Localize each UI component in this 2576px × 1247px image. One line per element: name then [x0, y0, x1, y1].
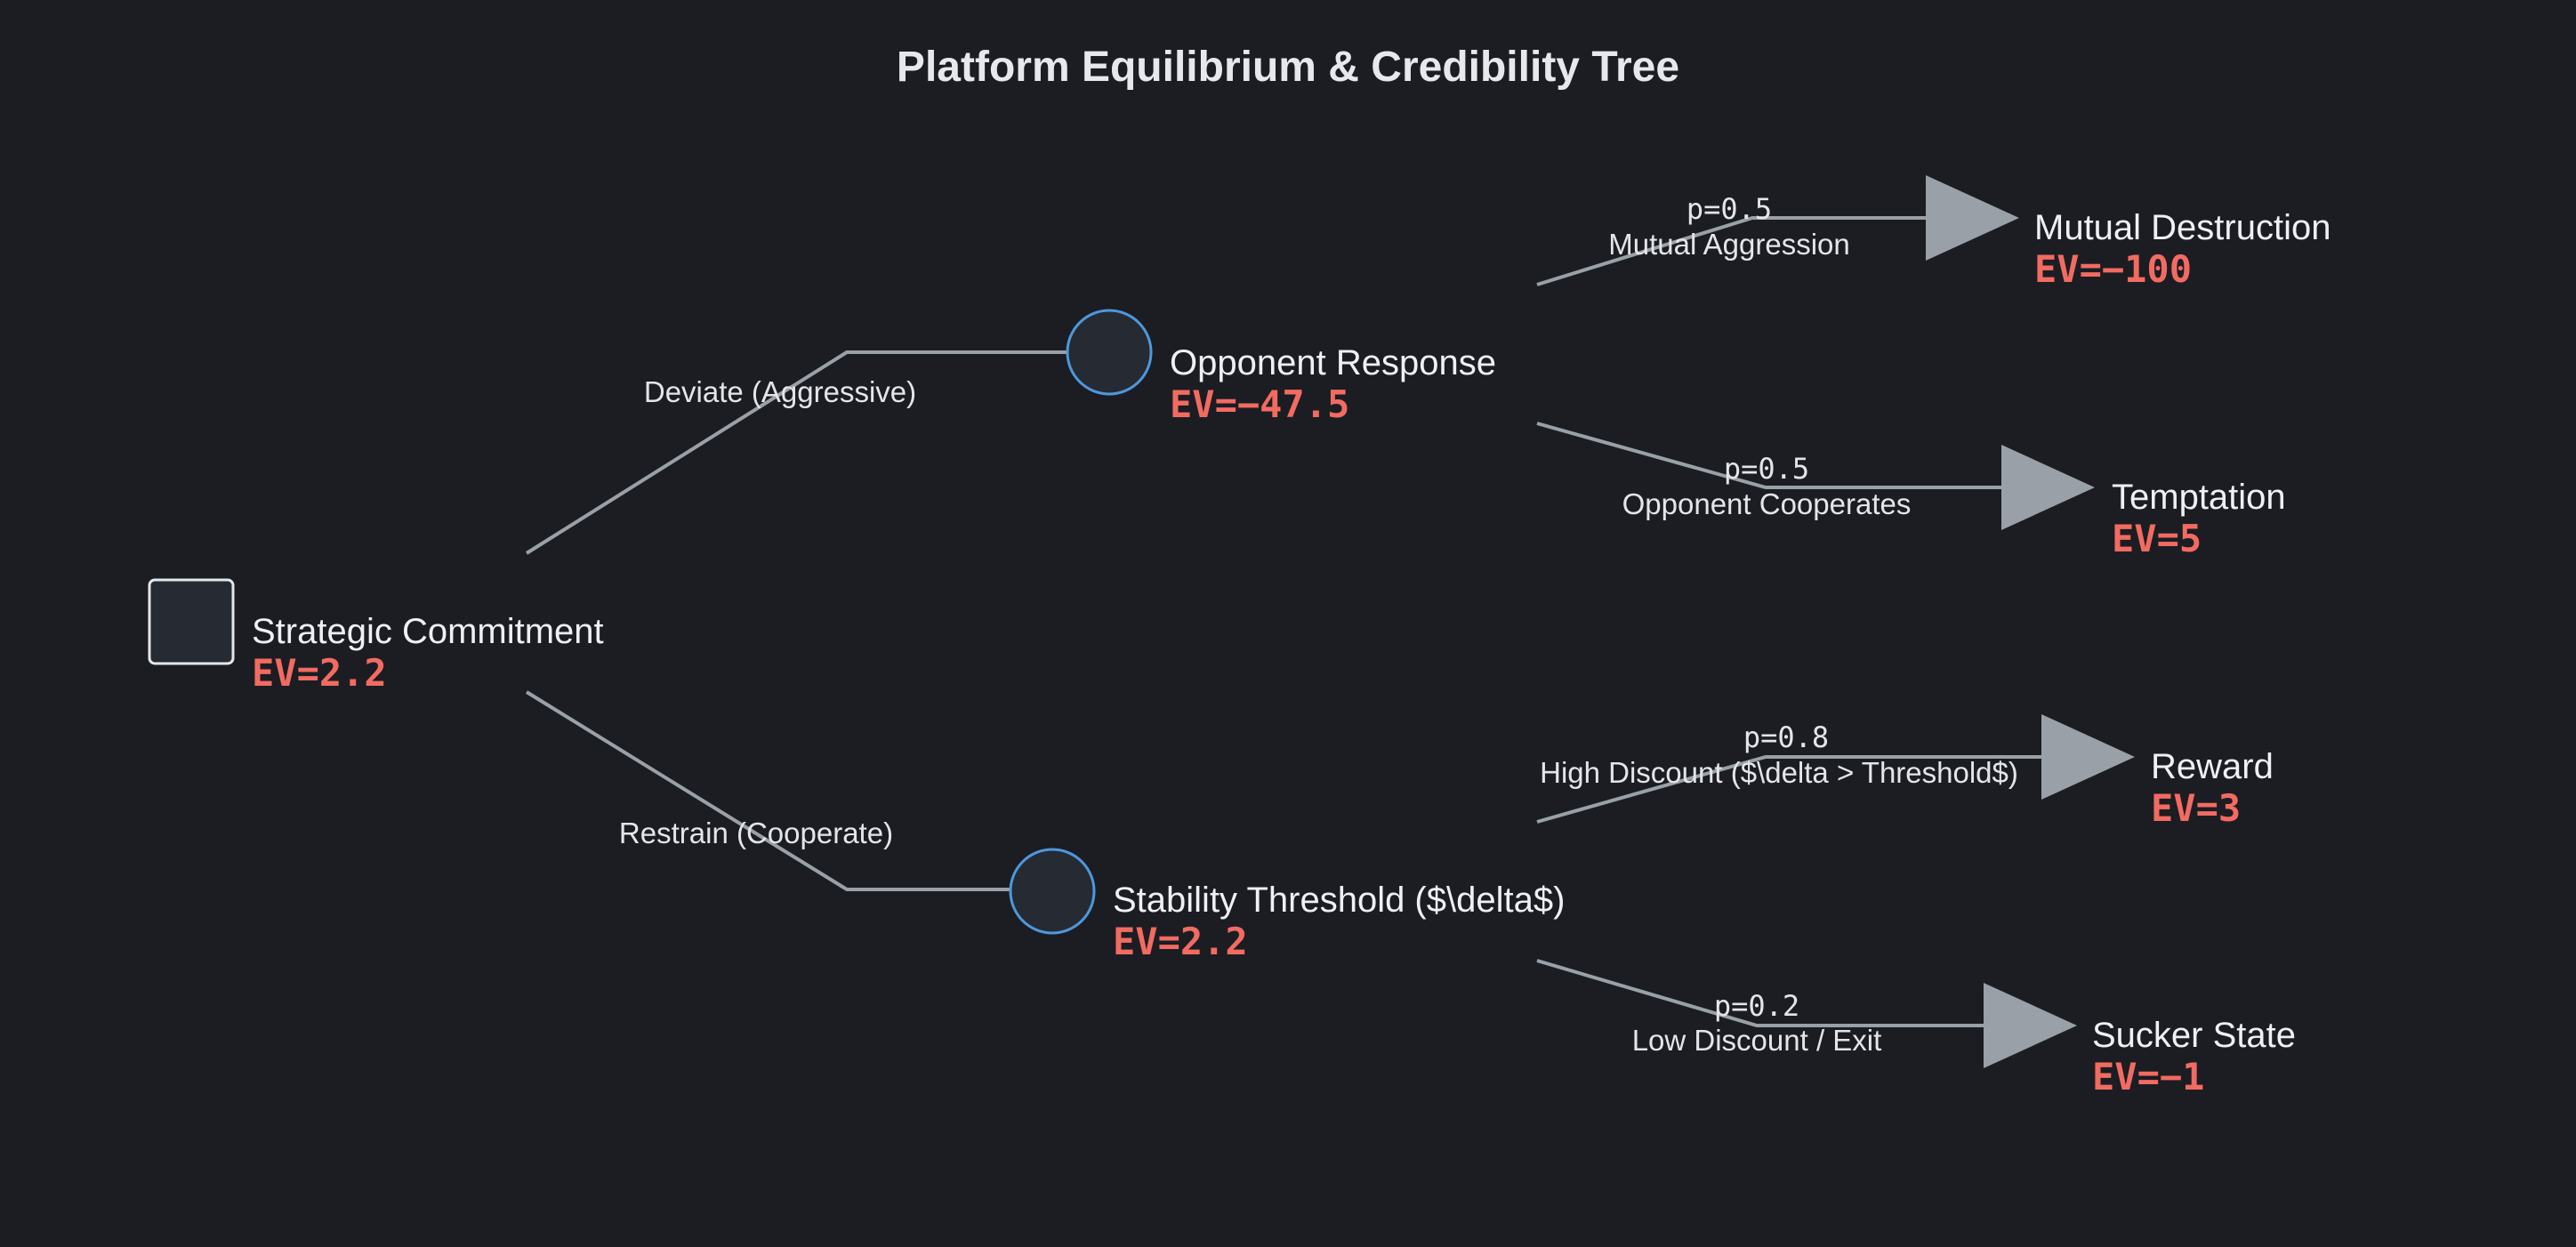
edge-deviate: [525, 350, 1067, 555]
edge-label-opponent-cooperates: Opponent Cooperates: [1622, 487, 1912, 520]
edge-label-restrain: Restrain (Cooperate): [619, 817, 893, 849]
node-label-stability-threshold: Stability Threshold ($\delta$): [1113, 881, 1565, 920]
ev-temptation: EV=5: [2112, 517, 2202, 560]
edge-restrain: [525, 690, 1010, 891]
node-label-temptation: Temptation: [2112, 478, 2286, 517]
chance-node-stability-threshold: [1009, 848, 1096, 935]
node-label-strategic-commitment: Strategic Commitment: [252, 612, 604, 651]
decision-node-square: [148, 578, 235, 665]
prob-mutual-aggression: p=0.5: [1686, 192, 1772, 226]
ev-opponent-response: EV=−47.5: [1170, 382, 1349, 426]
edge-low-discount: [1536, 959, 1984, 1027]
terminal-triangle-temptation: [2001, 445, 2095, 530]
ev-strategic-commitment: EV=2.2: [252, 651, 387, 695]
terminal-triangle-reward: [2041, 714, 2135, 800]
prob-low-discount: p=0.2: [1714, 989, 1799, 1023]
ev-stability-threshold: EV=2.2: [1113, 920, 1248, 963]
prob-opponent-cooperates: p=0.5: [1724, 452, 1809, 486]
edge-opponent-cooperates: [1536, 422, 2001, 489]
edge-mutual-aggression: [1536, 216, 1926, 286]
node-label-mutual-destruction: Mutual Destruction: [2034, 208, 2330, 247]
ev-reward: EV=3: [2151, 786, 2241, 830]
edge-label-mutual-aggression: Mutual Aggression: [1608, 228, 1850, 261]
node-label-sucker-state: Sucker State: [2092, 1016, 2296, 1055]
node-label-opponent-response: Opponent Response: [1170, 343, 1496, 382]
ev-sucker-state: EV=−1: [2092, 1055, 2204, 1098]
terminal-triangle-sucker-state: [1984, 983, 2077, 1068]
chance-node-opponent-response: [1066, 309, 1153, 396]
edge-label-low-discount: Low Discount / Exit: [1632, 1024, 1882, 1057]
terminal-triangle-mutual-destruction: [1926, 175, 2019, 261]
node-label-reward: Reward: [2151, 747, 2274, 786]
prob-high-discount: p=0.8: [1743, 720, 1829, 754]
edge-label-deviate: Deviate (Aggressive): [644, 375, 916, 408]
diagram-title: Platform Equilibrium & Credibility Tree: [897, 44, 1679, 91]
edge-label-high-discount: High Discount ($\delta > Threshold$): [1540, 756, 2018, 789]
ev-mutual-destruction: EV=−100: [2034, 247, 2192, 291]
edge-high-discount: [1536, 755, 2041, 824]
